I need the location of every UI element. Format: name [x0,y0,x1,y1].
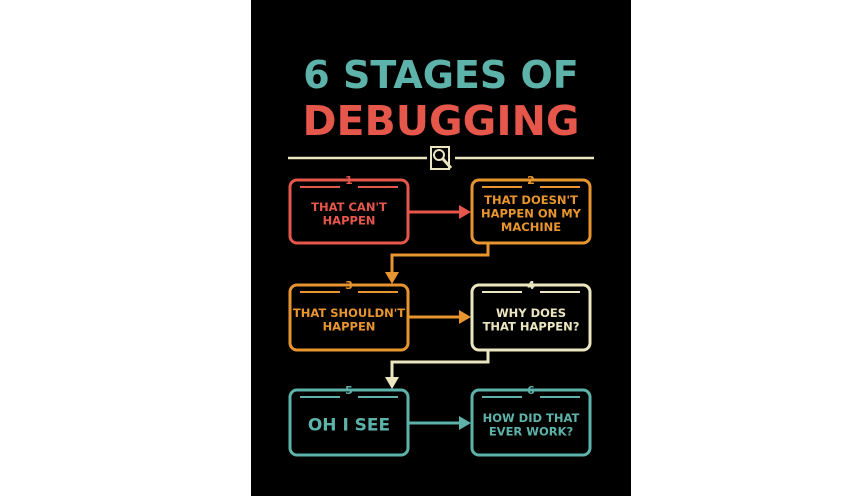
stage-number: 5 [345,384,353,397]
stage-label-line: HAPPEN [323,213,376,227]
stage-label-line: THAT HAPPEN? [483,319,580,333]
stage-label-line: HAPPEN ON MY [481,207,582,221]
stage-label-line: THAT SHOULDN'T [293,306,405,320]
title-line-2: DEBUGGING [302,97,579,145]
arrow-4-to-5 [385,350,490,389]
divider [288,146,594,170]
magnifier-bug-icon [430,146,453,170]
stage-label-line: HAPPEN [323,319,376,333]
arrow-2-to-3 [385,243,490,284]
arrow-3-to-4 [408,310,471,324]
stage-number: 1 [345,174,353,187]
stage-number: 4 [527,279,535,292]
stage-number: 6 [527,384,535,397]
stage-label-line: EVER WORK? [489,424,573,438]
stage-label-line: HOW DID THAT [483,411,580,425]
title-line-1: 6 STAGES OF [303,53,578,97]
arrow-5-to-6 [408,416,471,430]
stage-label-line: THAT CAN'T [311,200,387,214]
stage-number: 2 [527,174,535,187]
stage-label-line: MACHINE [501,220,561,234]
stage-label-line: OH I SEE [308,416,390,436]
stage-box-5: 5 OH I SEE [288,384,410,457]
arrow-1-to-2 [408,205,471,219]
stage-label-line: WHY DOES [496,306,566,320]
stage-label-line: THAT DOESN'T [484,193,578,207]
stage-number: 3 [345,279,353,292]
